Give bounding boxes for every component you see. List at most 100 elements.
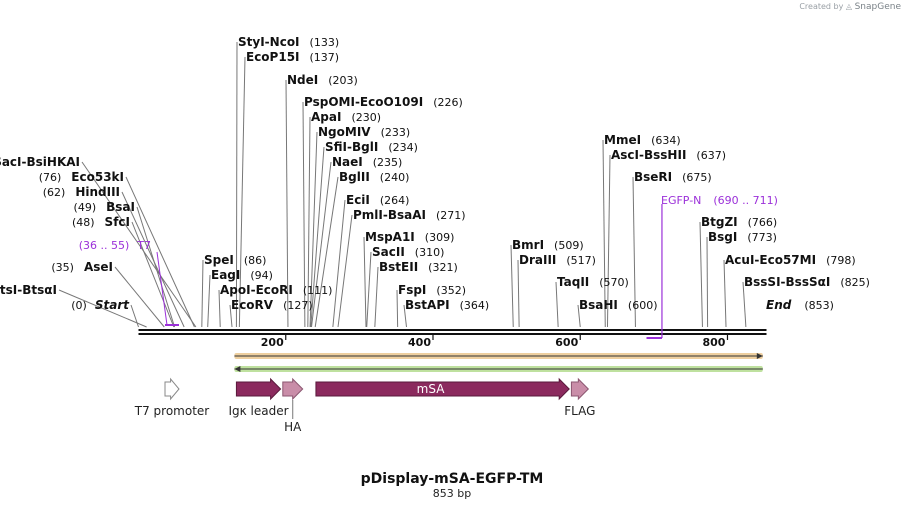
enzyme-site-mmei: MmeI(634) <box>604 133 681 147</box>
ruler-tick-label: 400 <box>408 336 431 349</box>
enzyme-site-apoi: ApoI - EcoRI(111) <box>220 283 332 297</box>
primer-name: EGFP-N <box>661 194 701 207</box>
snapgene-logo-icon: ◬ <box>845 2 853 11</box>
enzyme-position: (509) <box>554 239 584 252</box>
enzyme-leader-line <box>309 131 318 328</box>
orf-arrowhead <box>756 353 763 359</box>
snapgene-credit: Created by ◬ SnapGene <box>799 2 901 12</box>
enzyme-site-ecop15i: EcoP15I(137) <box>246 50 339 64</box>
enzyme-position: (111) <box>303 284 333 297</box>
credit-brand: SnapGene <box>854 2 901 12</box>
orf-layer <box>234 353 763 372</box>
enzyme-position: (570) <box>599 276 629 289</box>
enzyme-labels: StyI - NcoI(133)EcoP15I(137)NdeI(203)Psp… <box>0 35 870 312</box>
ruler-tick-label: 200 <box>261 336 284 349</box>
enzyme-isoschizomer-name: BtsαI <box>22 283 57 297</box>
enzyme-position: (675) <box>682 171 712 184</box>
enzyme-isoschizomer-name: BssHII <box>644 148 686 162</box>
enzyme-position: (49) <box>74 201 97 214</box>
enzyme-site-eco53ki: Eco53kI(76) <box>39 170 124 184</box>
enzyme-name: EcoRV <box>231 298 274 312</box>
enzyme-name: StyI <box>238 35 265 49</box>
enzyme-name: BsaHI <box>579 298 618 312</box>
enzyme-site-eagi: EagI(94) <box>211 268 273 282</box>
feature-ha: HA <box>282 377 304 434</box>
enzyme-leader-line <box>207 274 211 328</box>
enzyme-position: (230) <box>351 111 381 124</box>
enzyme-leader-line <box>577 304 581 328</box>
enzyme-position: (234) <box>388 141 418 154</box>
enzyme-position: (766) <box>748 216 778 229</box>
feature-label: Igκ leader <box>228 404 288 418</box>
orf-bar-forward <box>234 353 763 359</box>
enzyme-name: NgoMIV <box>318 125 371 139</box>
enzyme-site-pmli: PmlI - BsaAI(271) <box>353 208 466 222</box>
enzyme-name: SacI <box>0 155 22 169</box>
enzyme-isoschizomer-name: NcoI <box>270 35 300 49</box>
enzyme-name: TaqII <box>557 275 589 289</box>
feature-flag: FLAG <box>564 377 595 418</box>
enzyme-leader-line <box>235 41 238 328</box>
enzyme-leader-line <box>81 161 197 328</box>
enzyme-position: (637) <box>696 149 726 162</box>
enzyme-position: (364) <box>460 299 490 312</box>
enzyme-position: (203) <box>328 74 358 87</box>
enzyme-name: MspA1I <box>365 230 415 244</box>
enzyme-name: EcoP15I <box>246 50 300 64</box>
enzyme-leader-line <box>311 161 332 328</box>
enzyme-separator: - <box>265 35 270 49</box>
enzyme-position: (86) <box>244 254 267 267</box>
feature-arrow <box>235 377 282 401</box>
enzyme-separator: - <box>17 283 22 297</box>
enzyme-leader-line <box>396 289 399 328</box>
enzyme-name: BssSI <box>744 275 781 289</box>
enzyme-name: BstAPI <box>405 298 450 312</box>
enzyme-leader-line <box>602 139 606 328</box>
enzyme-separator: - <box>383 208 388 222</box>
enzyme-name: HindIII <box>75 185 120 199</box>
backbone-bottom-strand <box>138 333 767 335</box>
enzyme-position: (825) <box>840 276 870 289</box>
enzyme-leader-line <box>307 116 311 328</box>
enzyme-site-sfci: SfcI(48) <box>72 215 130 229</box>
enzyme-position: (35) <box>51 261 74 274</box>
enzyme-site-sfii: SfiI - BglI(234) <box>325 140 418 154</box>
orf-arrowhead <box>234 366 241 372</box>
enzyme-site-asci: AscI - BssHII(637) <box>611 148 726 162</box>
map-subtitle: 853 bp <box>433 487 471 500</box>
enzyme-site-bsai: BsaI(49) <box>74 200 135 214</box>
feature-arrow <box>315 377 570 401</box>
enzyme-position: (634) <box>651 134 681 147</box>
enzyme-name: PmlI <box>353 208 383 222</box>
enzyme-site-saci: SacI - BsiHKAI(78) <box>0 155 80 169</box>
enzyme-name: BmrI <box>512 238 544 252</box>
enzyme-isoschizomer-name: BsaAI <box>388 208 426 222</box>
enzyme-name: BstEII <box>379 260 418 274</box>
enzyme-leader-line <box>218 289 221 328</box>
enzyme-position: (798) <box>826 254 856 267</box>
orf-bar-reverse <box>234 366 763 372</box>
enzyme-site-spei: SpeI(86) <box>204 253 266 267</box>
enzyme-site-bsgi: BsgI(773) <box>708 230 777 244</box>
primer-name: T7 <box>136 239 151 252</box>
feature-arrow <box>164 377 180 401</box>
enzyme-position: (264) <box>380 194 410 207</box>
enzyme-leader-line <box>403 304 407 328</box>
enzyme-position: (48) <box>72 216 95 229</box>
enzyme-leader-line <box>706 236 709 328</box>
enzyme-name: SfiI <box>325 140 347 154</box>
enzyme-site-btsi: BtsI - BtsαI(11) <box>0 283 57 297</box>
enzyme-name: DraIII <box>519 253 556 267</box>
enzyme-site-ngomiv: NgoMIV(233) <box>318 125 410 139</box>
enzyme-position: (226) <box>433 96 463 109</box>
feature-label: FLAG <box>564 404 595 418</box>
feature-arrow <box>282 377 304 401</box>
enzyme-name: Eco53kI <box>71 170 124 184</box>
enzyme-leader-line <box>723 259 727 328</box>
enzyme-leader-line <box>314 176 339 328</box>
enzyme-site-draiii: DraIII(517) <box>519 253 596 267</box>
enzyme-position: (773) <box>747 231 777 244</box>
